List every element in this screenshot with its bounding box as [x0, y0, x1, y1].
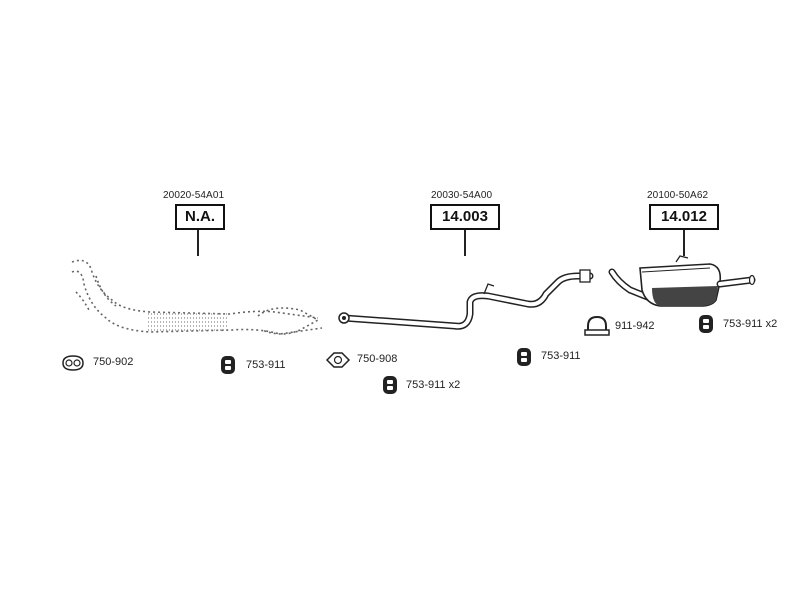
front-pipe-catalyst-hatching [148, 313, 228, 331]
oe-number-front-pipe: 20020-54A01 [163, 190, 225, 201]
rubber-hanger-icon [221, 356, 235, 374]
part-number-center-pipe[interactable]: 14.003 [430, 204, 500, 230]
accessory-code-hanger-753-911[interactable]: 753-911 [246, 359, 286, 371]
rubber-hanger-icon [383, 376, 397, 394]
accessory-code-hanger-753-911-x2-b[interactable]: 753-911 x2 [723, 318, 778, 330]
leader-line-rear-muffler [683, 230, 685, 256]
center-pipe-drawing [338, 269, 594, 330]
flange-gasket-icon [325, 352, 351, 368]
flange-gasket-icon [62, 355, 84, 371]
part-number-front-pipe[interactable]: N.A. [175, 204, 225, 230]
rubber-hanger-icon [517, 348, 531, 366]
accessory-code-hanger-753-911-b[interactable]: 753-911 [541, 350, 581, 362]
rear-muffler-drawing [608, 255, 756, 307]
u-bolt-clamp-icon [584, 315, 610, 336]
accessory-code-gasket-750-902[interactable]: 750-902 [93, 356, 134, 368]
oe-number-center-pipe: 20030-54A00 [431, 190, 493, 201]
part-number-rear-muffler[interactable]: 14.012 [649, 204, 719, 230]
oe-number-rear-muffler: 20100-50A62 [647, 190, 709, 201]
accessory-code-clamp-911-942[interactable]: 911-942 [615, 320, 655, 332]
accessory-code-gasket-750-908[interactable]: 750-908 [357, 353, 398, 365]
leader-line-center-pipe [464, 230, 466, 256]
front-pipe-dotted-outline [71, 259, 323, 335]
leader-line-front-pipe [197, 230, 199, 256]
rubber-hanger-icon [699, 315, 713, 333]
accessory-code-hanger-753-911-x2[interactable]: 753-911 x2 [406, 379, 461, 391]
